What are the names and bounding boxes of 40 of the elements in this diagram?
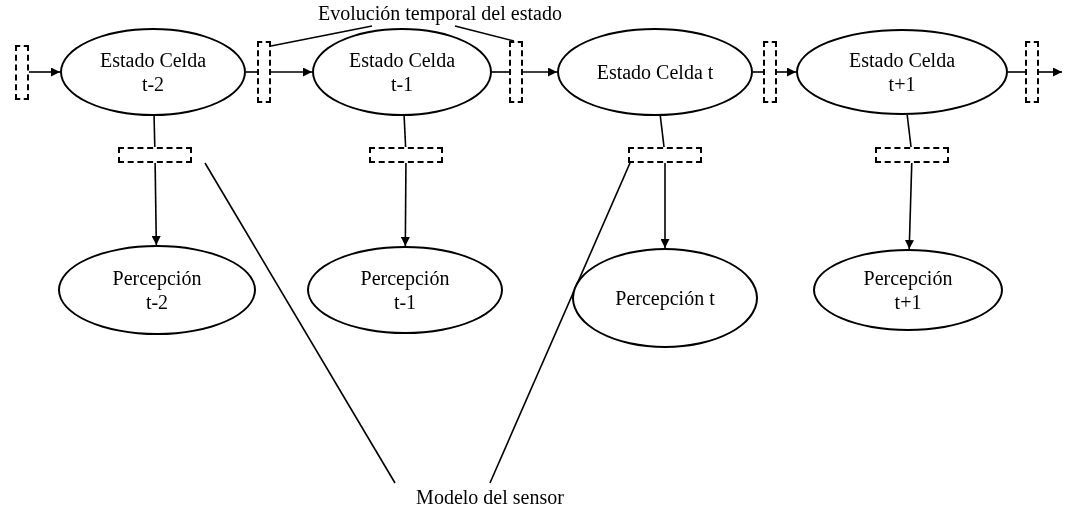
dashed-box <box>257 41 271 103</box>
leader-line <box>204 162 396 484</box>
arrow <box>905 162 914 250</box>
leader-line <box>1007 71 1026 73</box>
arrow <box>776 67 797 77</box>
arrow <box>1038 67 1063 77</box>
leader-line <box>245 71 258 73</box>
arrow <box>400 162 410 247</box>
leader-line <box>491 71 510 73</box>
node-label: Percepción t-1 <box>359 266 451 314</box>
node-label: Estado Celda t-2 <box>98 48 208 96</box>
arrow <box>28 67 61 77</box>
leader-line <box>403 115 407 148</box>
node-label: Estado Celda t+1 <box>847 48 957 96</box>
node-label: Percepción t <box>614 286 716 310</box>
arrow <box>660 162 670 249</box>
leader-line <box>906 114 912 148</box>
dashed-box <box>763 41 777 103</box>
node-label: Percepción t-2 <box>111 266 203 314</box>
arrow <box>151 162 161 246</box>
arrow <box>522 67 558 77</box>
node-label: Percepción t+1 <box>862 266 954 314</box>
leader-line <box>153 115 156 148</box>
dashed-box <box>509 41 523 103</box>
node-label: Estado Celda t-1 <box>347 48 457 96</box>
node-label: Estado Celda t <box>596 60 714 84</box>
annotation-text: Evolución temporal del estado <box>318 1 562 25</box>
leader-line <box>659 115 665 148</box>
dashed-box <box>628 147 702 163</box>
dashed-box <box>15 44 29 100</box>
leader-line <box>752 71 764 73</box>
leader-line <box>454 25 515 42</box>
annotation-text: Modelo del sensor <box>416 485 564 509</box>
arrow <box>270 67 313 77</box>
dashed-box <box>369 147 443 163</box>
dashed-box <box>875 147 949 163</box>
leader-line <box>489 162 631 484</box>
leader-line <box>270 25 373 47</box>
dashed-box <box>118 147 192 163</box>
dashed-box <box>1025 41 1039 103</box>
